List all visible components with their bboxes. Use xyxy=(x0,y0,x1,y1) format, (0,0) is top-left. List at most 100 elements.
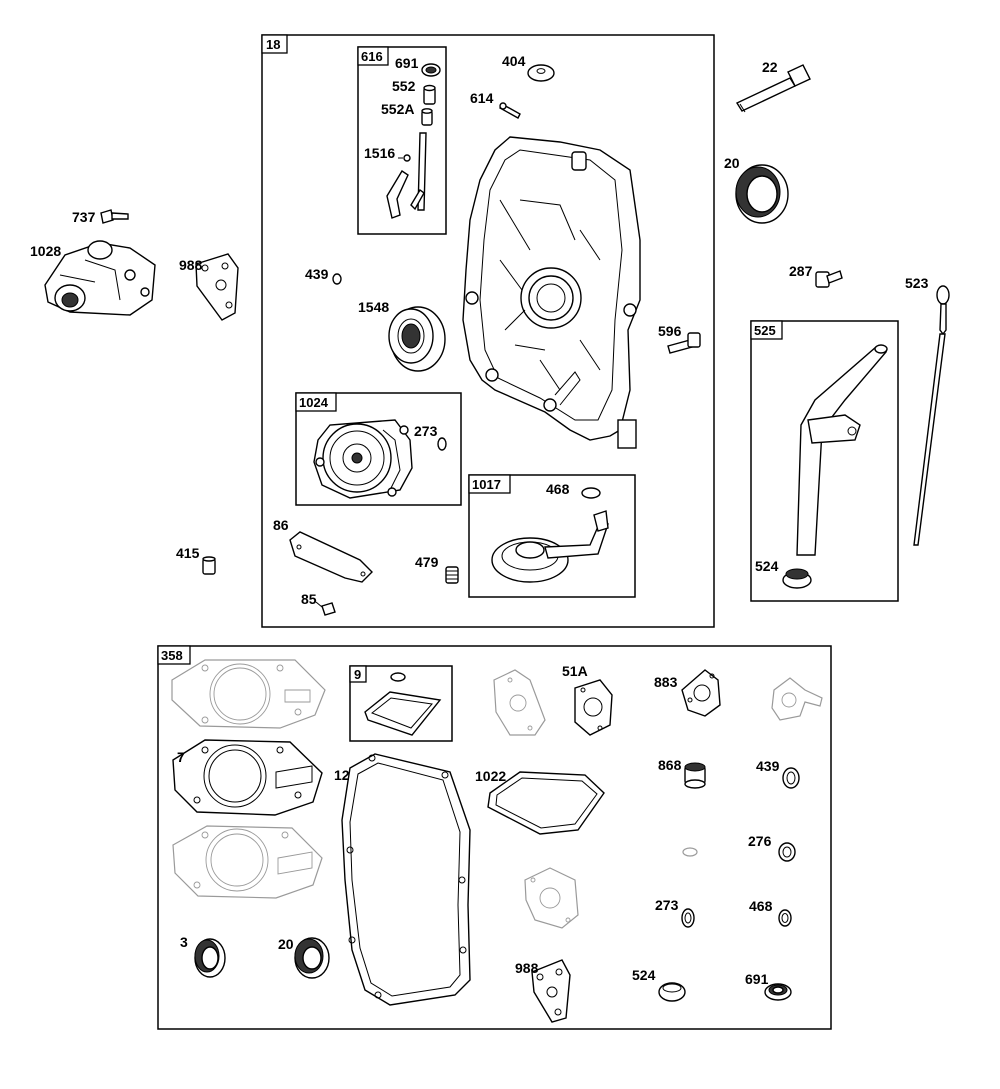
part-524-grommet-set xyxy=(658,982,686,1002)
part-691-seal-set xyxy=(764,983,792,1001)
label-468-set: 468 xyxy=(749,898,773,914)
label-468: 468 xyxy=(546,481,570,497)
label-1028: 1028 xyxy=(30,243,61,259)
label-276: 276 xyxy=(748,833,772,849)
label-988: 988 xyxy=(179,257,203,273)
part-614-pin xyxy=(499,102,521,119)
group-1017-frame: 1017 xyxy=(468,474,636,598)
label-868: 868 xyxy=(658,757,682,773)
part-ghost-intake-gasket xyxy=(493,669,546,736)
part-868-valve-seal xyxy=(684,762,706,789)
part-3-oil-seal xyxy=(194,938,226,978)
label-7: 7 xyxy=(177,749,185,765)
label-1548: 1548 xyxy=(358,299,389,315)
label-415: 415 xyxy=(176,545,200,561)
part-86-gasket xyxy=(289,531,373,583)
part-1548-bearing xyxy=(388,306,446,372)
label-273: 273 xyxy=(414,423,438,439)
label-479: 479 xyxy=(415,554,439,570)
group-616-frame: 616 xyxy=(357,46,447,235)
part-479-plug xyxy=(445,566,459,584)
label-273-set: 273 xyxy=(655,897,679,913)
label-691: 691 xyxy=(395,55,419,71)
label-287: 287 xyxy=(789,263,813,279)
label-737: 737 xyxy=(72,209,96,225)
part-737-screw xyxy=(100,209,129,224)
box-label-358: 358 xyxy=(161,648,183,663)
label-691-set: 691 xyxy=(745,971,769,987)
box-label-525: 525 xyxy=(754,323,776,338)
part-523-dipstick xyxy=(913,285,950,546)
part-ghost-washer xyxy=(682,847,698,857)
box-label-1017: 1017 xyxy=(472,477,501,492)
box-label-9: 9 xyxy=(354,667,361,682)
part-415-plug xyxy=(202,556,216,575)
label-524-set: 524 xyxy=(632,967,656,983)
part-596-bolt xyxy=(667,332,701,354)
part-524-grommet xyxy=(782,568,812,589)
label-523: 523 xyxy=(905,275,929,291)
box-label-616: 616 xyxy=(361,49,383,64)
part-276-ring xyxy=(778,842,796,862)
label-988-set: 988 xyxy=(515,960,539,976)
label-439: 439 xyxy=(305,266,329,282)
part-883-gasket xyxy=(681,669,721,717)
part-988-gasket-set xyxy=(531,959,571,1023)
part-468-o-ring xyxy=(581,487,601,499)
part-552-bushing xyxy=(423,84,436,105)
part-51A-gasket xyxy=(574,679,613,736)
part-273-o-ring xyxy=(437,437,447,451)
label-883: 883 xyxy=(654,674,678,690)
part-20-oil-seal xyxy=(735,164,789,224)
part-ghost-exhaust-gasket xyxy=(771,677,823,721)
part-525-dipstick-tube xyxy=(796,344,888,556)
part-12-crankcase-gasket xyxy=(341,753,471,1006)
label-1516: 1516 xyxy=(364,145,395,161)
part-85-screw xyxy=(315,601,336,616)
group-9-frame: 9 xyxy=(349,665,453,742)
label-86: 86 xyxy=(273,517,289,533)
part-7-head-gasket xyxy=(172,739,323,816)
part-468-ring-set xyxy=(778,909,792,927)
label-20: 20 xyxy=(724,155,740,171)
group-358-frame: 358 xyxy=(157,645,832,1030)
part-9-gasket-frame xyxy=(364,672,442,736)
part-287-bolt xyxy=(815,270,843,288)
part-crankcase-cover xyxy=(462,136,641,449)
part-ghost-head-gasket-top xyxy=(171,659,326,729)
part-1022-gasket xyxy=(487,771,605,835)
part-ghost-carb-gasket xyxy=(524,867,579,929)
part-273-ring-set xyxy=(681,908,695,928)
part-22-bolt xyxy=(735,64,811,113)
label-552: 552 xyxy=(392,78,416,94)
label-552A: 552A xyxy=(381,101,414,117)
label-51A: 51A xyxy=(562,663,588,679)
part-1024-oil-pump xyxy=(313,419,413,499)
part-439-ring-set xyxy=(782,767,800,789)
label-614: 614 xyxy=(470,90,494,106)
label-596: 596 xyxy=(658,323,682,339)
part-1028-oil-filter-adapter xyxy=(44,240,156,316)
box-label-1024: 1024 xyxy=(299,395,329,410)
label-439-set: 439 xyxy=(756,758,780,774)
label-1022: 1022 xyxy=(475,768,506,784)
part-ghost-head-gasket-bottom xyxy=(172,825,323,899)
group-525-frame: 525 xyxy=(750,320,899,602)
label-12: 12 xyxy=(334,767,350,783)
label-404: 404 xyxy=(502,53,526,69)
label-85: 85 xyxy=(301,591,317,607)
label-3: 3 xyxy=(180,934,188,950)
group-1024-frame: 1024 xyxy=(295,392,462,506)
label-20-set: 20 xyxy=(278,936,294,952)
part-404-washer xyxy=(527,64,555,82)
part-439-o-ring xyxy=(332,273,342,285)
part-1017-oil-pickup xyxy=(491,510,609,583)
part-552A-bushing xyxy=(421,108,433,126)
group-18-frame: 18 xyxy=(261,34,715,628)
label-524: 524 xyxy=(755,558,779,574)
label-22: 22 xyxy=(762,59,778,75)
part-988-gasket xyxy=(195,253,239,321)
part-20-oil-seal-set xyxy=(294,937,330,979)
box-label-18: 18 xyxy=(266,37,280,52)
